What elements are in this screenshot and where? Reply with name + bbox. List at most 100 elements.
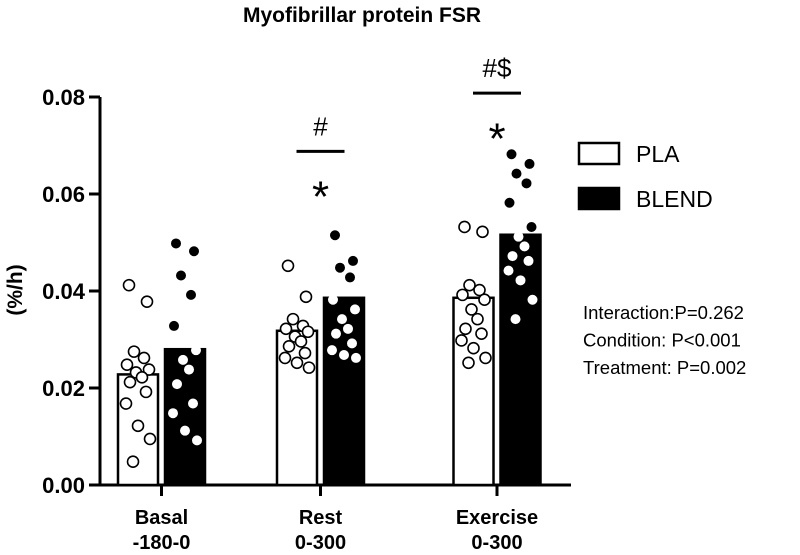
data-point xyxy=(120,358,134,372)
data-point xyxy=(119,397,133,410)
data-point xyxy=(330,230,340,241)
x-tick-label: Exercise xyxy=(456,507,538,529)
data-point xyxy=(282,339,296,353)
significance-annotations: #*#$* xyxy=(296,53,521,222)
x-tick-label: 0-300 xyxy=(295,532,346,554)
legend: PLA BLEND xyxy=(577,141,713,212)
data-point xyxy=(473,283,486,297)
bar xyxy=(499,233,542,487)
data-point xyxy=(479,351,492,365)
data-point xyxy=(328,294,338,305)
y-tick-label: 0.00 xyxy=(42,473,85,498)
data-point xyxy=(142,363,156,376)
data-point xyxy=(178,354,188,365)
data-point xyxy=(527,294,538,305)
significance-label: #$ xyxy=(483,53,512,83)
data-point xyxy=(478,293,491,307)
data-points xyxy=(119,149,538,469)
data-point xyxy=(458,220,471,234)
data-point xyxy=(171,238,181,249)
legend-swatch xyxy=(577,141,621,166)
x-tick-label: Rest xyxy=(299,507,343,529)
data-point xyxy=(286,312,300,326)
data-point xyxy=(348,255,358,266)
data-point xyxy=(331,328,341,339)
data-point xyxy=(192,435,202,446)
data-point xyxy=(139,385,153,399)
data-point xyxy=(327,345,337,356)
significance-label: # xyxy=(313,111,328,141)
y-axis-label: (%/h) xyxy=(4,264,27,315)
significance-star: * xyxy=(312,173,329,222)
data-point xyxy=(180,425,190,436)
data-point xyxy=(172,379,182,390)
data-point xyxy=(343,323,353,334)
data-point xyxy=(131,419,145,433)
data-point xyxy=(281,259,295,273)
data-point xyxy=(476,225,489,239)
data-point xyxy=(188,398,198,409)
data-point xyxy=(302,361,316,374)
data-point xyxy=(513,231,524,242)
data-point xyxy=(298,346,312,360)
y-tick-label: 0.06 xyxy=(42,182,85,207)
data-point xyxy=(290,356,304,370)
data-point xyxy=(523,255,534,266)
data-point xyxy=(345,272,355,283)
data-point xyxy=(278,351,292,365)
data-point xyxy=(137,351,151,365)
x-tick-label: 0-300 xyxy=(471,532,522,554)
data-point xyxy=(135,371,149,384)
data-point xyxy=(339,350,349,361)
legend-label: PLA xyxy=(636,141,680,167)
data-point xyxy=(526,221,537,232)
data-point xyxy=(462,356,475,370)
data-point xyxy=(463,278,476,292)
data-point xyxy=(126,455,140,469)
data-point xyxy=(176,270,186,281)
data-point xyxy=(347,338,357,349)
data-point xyxy=(191,345,201,356)
data-point xyxy=(504,197,515,208)
data-point xyxy=(521,178,532,189)
data-point xyxy=(350,304,360,315)
stats-line: Treatment: P=0.002 xyxy=(583,357,746,378)
data-point xyxy=(122,278,136,292)
data-point xyxy=(140,295,154,308)
legend-label: BLEND xyxy=(636,186,713,212)
data-point xyxy=(169,320,179,331)
y-tick-label: 0.02 xyxy=(42,376,85,401)
y-tick-label: 0.08 xyxy=(42,85,85,110)
stats-line: Interaction:P=0.262 xyxy=(583,302,744,323)
data-point xyxy=(168,408,178,419)
data-point xyxy=(471,312,484,326)
x-tick-label: Basal xyxy=(135,507,188,529)
data-point xyxy=(455,334,468,347)
legend-swatch xyxy=(577,186,621,211)
data-point xyxy=(503,265,514,276)
data-point xyxy=(184,364,194,375)
data-point xyxy=(186,289,196,300)
y-tick-label: 0.04 xyxy=(42,279,86,304)
data-point xyxy=(294,335,308,348)
data-point xyxy=(456,288,469,302)
data-point xyxy=(519,241,530,252)
bar xyxy=(452,296,495,487)
data-point xyxy=(510,314,521,325)
data-point xyxy=(511,168,522,179)
data-point xyxy=(123,375,137,389)
data-point xyxy=(351,352,361,363)
data-point xyxy=(515,275,526,286)
data-point xyxy=(459,322,472,336)
data-point xyxy=(475,327,488,340)
x-tick-label: -180-0 xyxy=(133,532,191,554)
data-point xyxy=(337,314,347,325)
stats-line: Condition: P<0.001 xyxy=(583,330,741,351)
data-point xyxy=(127,345,141,358)
data-point xyxy=(465,303,478,316)
data-point xyxy=(507,251,518,262)
data-point xyxy=(467,341,480,355)
chart-title: Myofibrillar protein FSR xyxy=(243,4,481,27)
